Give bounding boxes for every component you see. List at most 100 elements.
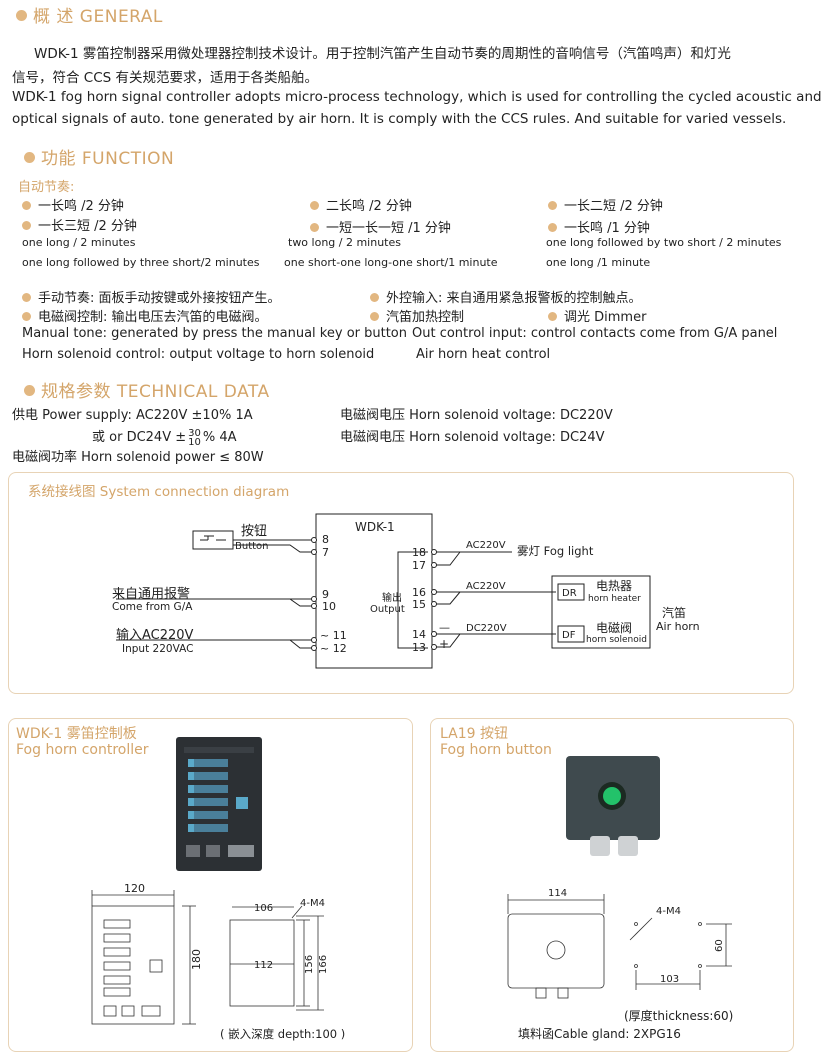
controller-photo [176,737,262,871]
terminal-8: 8 [322,533,329,546]
green-button-icon [603,787,621,805]
general-cn-line2: 信号，符合 CCS 有关规范要求，适用于各类船舶。 [12,70,319,86]
ext-en: Out control input: control contacts come… [412,326,778,341]
dim-114: 114 [548,888,567,899]
dr-label: DR [562,588,577,599]
terminal-18: 18 [412,546,426,559]
ga-cn-label: 来自通用报警 [112,586,190,602]
bullet-icon [370,293,379,302]
col2-item2: 一短一长一短 /1 分钟 [310,217,451,236]
connection-diagram: WDK-1 按钮 Button 来自通用报警 Come from G/A 输入A… [112,513,700,669]
controller-title-cn: WDK-1 雾笛控制板 [16,726,137,742]
terminal-10: 10 [322,600,336,613]
col2-en2: one short-one long-one short/1 minute [284,256,498,269]
fog-light-label: 雾灯 Fog light [517,544,594,558]
cutout-view-outline [229,919,295,1007]
tech-heading: 规格参数 TECHNICAL DATA [24,377,270,402]
dim-m4-controller: 4-M4 [300,898,325,909]
horn-en-label: Air horn [656,620,700,633]
auto-rhythm-label: 自动节奏: [18,180,75,195]
bullet-icon [370,312,379,321]
bullet-icon [22,293,31,302]
dimmer: 调光 Dimmer [548,306,646,325]
thickness-note: (厚度thickness:60) [624,1008,733,1023]
dim-103: 103 [660,974,679,985]
bullet-icon [548,223,557,232]
solenoid-voltage-220: 电磁阀电压 Horn solenoid voltage: DC220V [340,408,613,423]
terminal-13: 13 [412,641,426,654]
col3-item1: 一长二短 /2 分钟 [548,195,663,214]
diagram-title: 系统接线图 System connection diagram [28,484,290,500]
button-en-label: Button [235,541,269,552]
depth-note: ( 嵌入深度 depth:100 ) [220,1027,345,1041]
dr-box [557,583,585,601]
col2-item1: 二长鸣 /2 分钟 [310,195,412,214]
dc220-solenoid: DC220V [466,623,507,634]
dim-156: 156 [304,955,315,974]
cable-gland-icon [590,836,610,856]
bullet-icon [22,312,31,321]
button-cn-label: 按钮 [241,524,267,539]
manual-cn: 手动节奏: 面板手动按键或外接按钮产生。 [22,287,281,306]
general-cn-line1: WDK-1 雾笛控制器采用微处理器控制技术设计。用于控制汽笛产生自动节奏的周期性… [34,46,731,62]
col3-en2: one long /1 minute [546,256,651,269]
plus-sign: + [439,637,449,651]
col3-en1: one long followed by two short / 2 minut… [546,236,782,249]
ga-en-label: Come from G/A [112,601,193,613]
controller-title-en: Fog horn controller [16,742,149,758]
bullet-icon [548,201,557,210]
ext-cn: 外控输入: 来自通用紧急报警板的控制触点。 [370,287,642,306]
manual-en: Manual tone: generated by press the manu… [22,326,407,341]
col1-en2: one long followed by three short/2 minut… [22,256,260,269]
input-cn-label: 输入AC220V [116,627,194,643]
output-cn-label: 输出 [382,591,402,604]
solenoid-en-label: horn solenoid [586,635,647,645]
df-box [557,625,585,643]
heat-cn: 汽笛加热控制 [370,306,464,325]
terminal-9: 9 [322,588,329,601]
terminal-11: ~ 11 [320,629,347,642]
dim-112: 112 [254,960,273,971]
button-panel [430,718,794,1052]
bullet-icon [310,223,319,232]
bullet-icon [548,312,557,321]
button-title-en: Fog horn button [440,742,552,758]
terminal-16: 16 [412,586,426,599]
terminal-7: 7 [322,546,329,559]
controller-drawings: 120 180 106 4-M4 112 156 166 ( 嵌入深度 dept… [91,882,345,1041]
col1-item1: 一长鸣 /2 分钟 [22,195,124,214]
minus-sign: — [439,621,450,634]
bullet-icon [24,385,35,396]
general-en-line2: optical signals of auto. tone generated … [12,111,787,127]
col3-item2: 一长鸣 /1 分钟 [548,217,650,236]
col1-item2: 一长三短 /2 分钟 [22,215,137,234]
solenoid-cn-label: 电磁阀 [596,620,632,635]
solenoid-cn: 电磁阀控制: 输出电压去汽笛的电磁阀。 [22,306,268,325]
button-drawings: 114 4-M4 60 103 (厚度thickness:60) 填料函Cabl… [507,888,733,1041]
output-en-label: Output [370,604,405,615]
general-en-line1: WDK-1 fog horn signal controller adopts … [12,89,822,105]
button-box-outline [507,913,605,989]
terminal-15: 15 [412,598,426,611]
button-title-cn: LA19 按钮 [440,726,508,742]
terminal-17: 17 [412,559,426,572]
power-supply-ac: 供电 Power supply: AC220V ±10% 1A [12,408,253,423]
air-horn-box [551,575,651,649]
module-label: WDK-1 [355,520,395,534]
solenoid-en: Horn solenoid control: output voltage to… [22,347,375,362]
heater-cn-label: 电热器 [596,579,632,593]
button-photo [566,756,660,840]
heater-en-label: horn heater [588,594,641,604]
dim-60: 60 [714,939,725,952]
terminal-12: ~ 12 [320,642,347,655]
heat-en: Air horn heat control [416,347,551,362]
dim-106: 106 [254,903,273,914]
controller-key-column [188,759,228,839]
bullet-icon [310,201,319,210]
cable-gland-icon [618,836,638,856]
col1-en1: one long / 2 minutes [22,236,136,249]
cable-gland-note: 填料函Cable gland: 2XPG16 [518,1027,681,1041]
bullet-icon [22,221,31,230]
horn-cn-label: 汽笛 [662,605,686,620]
